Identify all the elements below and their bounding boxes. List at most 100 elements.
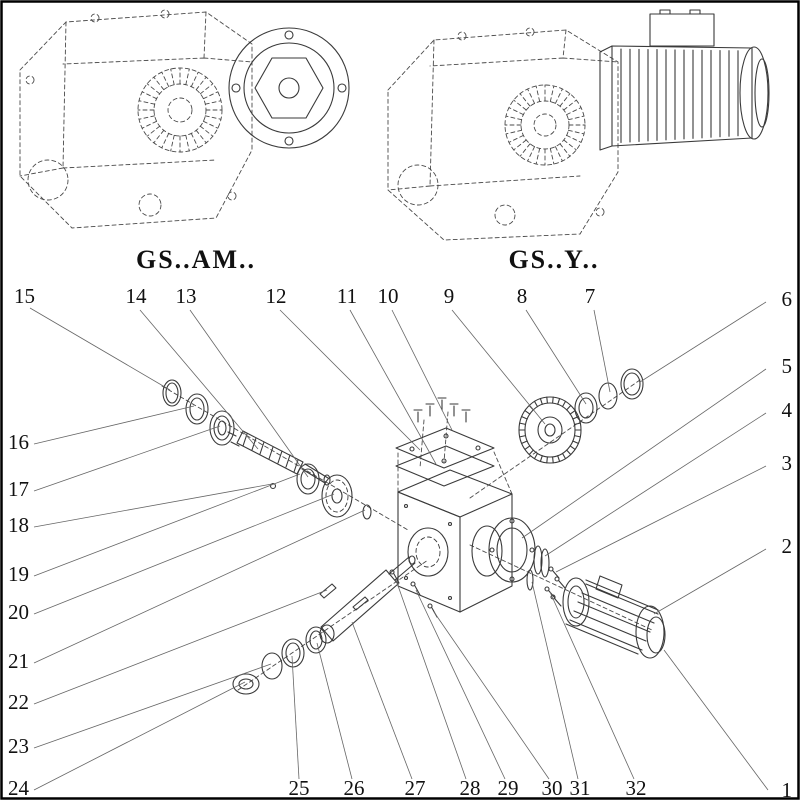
callout-label-30: 30 bbox=[542, 776, 563, 800]
input-bore-ticks bbox=[504, 84, 586, 166]
part-oring-21 bbox=[362, 504, 372, 520]
callout-line-12 bbox=[279, 309, 421, 451]
callout-label-32: 32 bbox=[626, 776, 647, 800]
callout-label-9: 9 bbox=[444, 284, 455, 308]
gearbox-am-drawing bbox=[19, 9, 253, 229]
part-cover-plate bbox=[395, 427, 495, 469]
callout-line-2 bbox=[653, 548, 767, 615]
callout-label-16: 16 bbox=[8, 430, 29, 454]
part-bearing-8 bbox=[574, 392, 598, 424]
caption-gs-am: GS..AM.. bbox=[136, 245, 256, 274]
part-cover-bolts bbox=[413, 397, 471, 423]
callout-line-30 bbox=[433, 611, 550, 780]
gear-teeth bbox=[518, 396, 582, 464]
callout-line-17 bbox=[33, 425, 221, 492]
part-key-22 bbox=[319, 583, 337, 599]
part-snap-ring-7 bbox=[598, 382, 618, 410]
callout-line-29 bbox=[415, 589, 506, 780]
callout-line-7 bbox=[593, 309, 611, 393]
callout-label-4: 4 bbox=[782, 398, 793, 422]
part-shim-31 bbox=[526, 569, 534, 591]
part-gear-disc-20 bbox=[321, 474, 353, 518]
callout-label-26: 26 bbox=[344, 776, 365, 800]
part-seal-ring-15 bbox=[162, 379, 182, 407]
caption-gs-y: GS..Y.. bbox=[508, 245, 599, 274]
callout-label-18: 18 bbox=[8, 513, 29, 537]
callout-line-15 bbox=[29, 307, 171, 391]
callout-line-21 bbox=[33, 509, 366, 664]
part-motor-exploded bbox=[562, 575, 666, 659]
callout-line-11 bbox=[349, 309, 437, 465]
callout-label-28: 28 bbox=[460, 776, 481, 800]
callout-label-3: 3 bbox=[782, 451, 793, 475]
callout-label-6: 6 bbox=[782, 287, 793, 311]
callout-line-20 bbox=[33, 493, 335, 615]
callout-label-14: 14 bbox=[126, 284, 148, 308]
callout-label-17: 17 bbox=[8, 477, 29, 501]
callout-line-19 bbox=[33, 473, 301, 577]
part-screws-3 bbox=[548, 566, 566, 589]
callout-line-28 bbox=[395, 579, 467, 780]
callout-line-25 bbox=[291, 655, 300, 780]
part-shims-4 bbox=[533, 545, 550, 578]
callout-label-5: 5 bbox=[782, 354, 793, 378]
callout-label-31: 31 bbox=[570, 776, 591, 800]
motor-fins bbox=[620, 48, 739, 144]
part-gasket bbox=[395, 445, 495, 487]
callout-label-25: 25 bbox=[289, 776, 310, 800]
part-snap-ring-23 bbox=[261, 652, 283, 680]
callout-line-9 bbox=[451, 309, 546, 425]
part-pin-18 bbox=[269, 482, 277, 490]
callout-line-22 bbox=[33, 589, 328, 705]
callout-line-6 bbox=[639, 301, 767, 383]
part-output-shaft bbox=[319, 555, 416, 644]
callout-line-5 bbox=[521, 368, 767, 539]
callout-label-13: 13 bbox=[176, 284, 197, 308]
part-bearing-25 bbox=[281, 638, 305, 668]
callout-label-22: 22 bbox=[8, 690, 29, 714]
callout-label-21: 21 bbox=[8, 649, 29, 673]
callout-label-29: 29 bbox=[498, 776, 519, 800]
part-washer-24 bbox=[232, 673, 260, 695]
part-ring-6 bbox=[620, 368, 644, 400]
part-housing bbox=[397, 469, 513, 613]
callout-line-14 bbox=[139, 309, 259, 450]
callout-line-31 bbox=[531, 581, 579, 780]
callout-line-10 bbox=[391, 309, 453, 431]
callout-label-24: 24 bbox=[8, 776, 30, 800]
part-screws-32 bbox=[544, 586, 562, 607]
callout-line-4 bbox=[544, 412, 767, 557]
callout-line-3 bbox=[555, 465, 767, 573]
callout-label-15: 15 bbox=[14, 284, 35, 308]
motor-drawing bbox=[599, 9, 770, 151]
callout-line-23 bbox=[33, 663, 272, 749]
part-screws-28-30 bbox=[389, 569, 438, 618]
callout-line-32 bbox=[549, 591, 635, 780]
callout-label-2: 2 bbox=[782, 534, 793, 558]
callout-line-27 bbox=[351, 621, 413, 780]
part-ring-16 bbox=[185, 393, 209, 425]
callout-label-19: 19 bbox=[8, 562, 29, 586]
callout-line-8 bbox=[525, 309, 587, 405]
callout-label-1: 1 bbox=[782, 778, 793, 800]
callout-label-12: 12 bbox=[266, 284, 287, 308]
flange-drawing bbox=[228, 27, 350, 149]
callout-label-10: 10 bbox=[378, 284, 399, 308]
callout-label-27: 27 bbox=[405, 776, 426, 800]
callout-label-8: 8 bbox=[517, 284, 528, 308]
callout-line-16 bbox=[33, 405, 195, 445]
callout-line-1 bbox=[663, 649, 769, 791]
callout-line-24 bbox=[33, 681, 246, 791]
part-gear-9 bbox=[518, 396, 582, 464]
axis-lines bbox=[161, 379, 653, 691]
callout-label-7: 7 bbox=[585, 284, 596, 308]
callout-line-13 bbox=[189, 309, 309, 478]
part-bearing-19 bbox=[296, 463, 320, 495]
input-bore-ticks bbox=[137, 67, 223, 153]
callout-label-11: 11 bbox=[337, 284, 357, 308]
callout-line-26 bbox=[316, 642, 353, 780]
